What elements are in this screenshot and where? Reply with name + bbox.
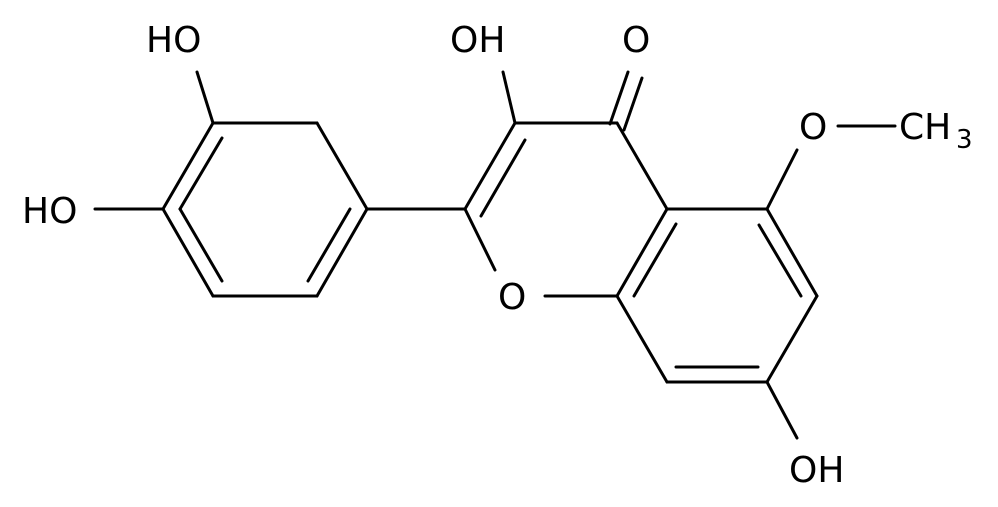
bond-b5-inner bbox=[178, 207, 224, 283]
label-oh-3prime: HO bbox=[146, 20, 201, 61]
bond-c2-c3-inner bbox=[479, 138, 527, 218]
bond-b5 bbox=[161, 207, 215, 298]
c-ring bbox=[463, 121, 669, 298]
bond-c3-oh bbox=[501, 70, 517, 125]
label-oh-4prime: HO bbox=[22, 191, 77, 232]
bond-c5-c6-inner bbox=[757, 223, 803, 298]
label-oh-3: OH bbox=[450, 20, 505, 61]
bond-c6-c7 bbox=[765, 294, 819, 384]
bond-c7-oh bbox=[765, 380, 799, 440]
bond-b6 bbox=[161, 121, 215, 211]
bond-b3 bbox=[315, 207, 369, 298]
label-carbonyl-o: O bbox=[622, 20, 650, 61]
bond-c3prime-oh bbox=[195, 70, 215, 125]
bond-c5-c6 bbox=[765, 207, 819, 298]
label-methoxy-sub: 3 bbox=[956, 125, 973, 155]
a-ring bbox=[615, 207, 819, 384]
bond-c8a-c4a bbox=[615, 207, 669, 298]
bond-o1-c2 bbox=[463, 207, 497, 272]
b-ring bbox=[161, 121, 369, 298]
bond-c4-c4a bbox=[615, 121, 669, 211]
label-methoxy-c: CH bbox=[899, 107, 951, 148]
label-oh-7: OH bbox=[789, 450, 844, 491]
bond-c8a-c4a-inner bbox=[632, 222, 678, 298]
label-methoxy-o: O bbox=[799, 107, 827, 148]
bond-b3-inner bbox=[306, 207, 352, 283]
label-ring-o: O bbox=[498, 277, 526, 318]
bond-c4-o-a bbox=[608, 70, 630, 126]
bond-c2-c3 bbox=[463, 121, 517, 211]
bond-c8-c8a bbox=[615, 294, 669, 384]
bond-b6-inner bbox=[178, 136, 224, 211]
bond-c4-o-b bbox=[622, 76, 644, 132]
bond-c5-o bbox=[765, 148, 799, 211]
bond-b2 bbox=[315, 121, 369, 211]
